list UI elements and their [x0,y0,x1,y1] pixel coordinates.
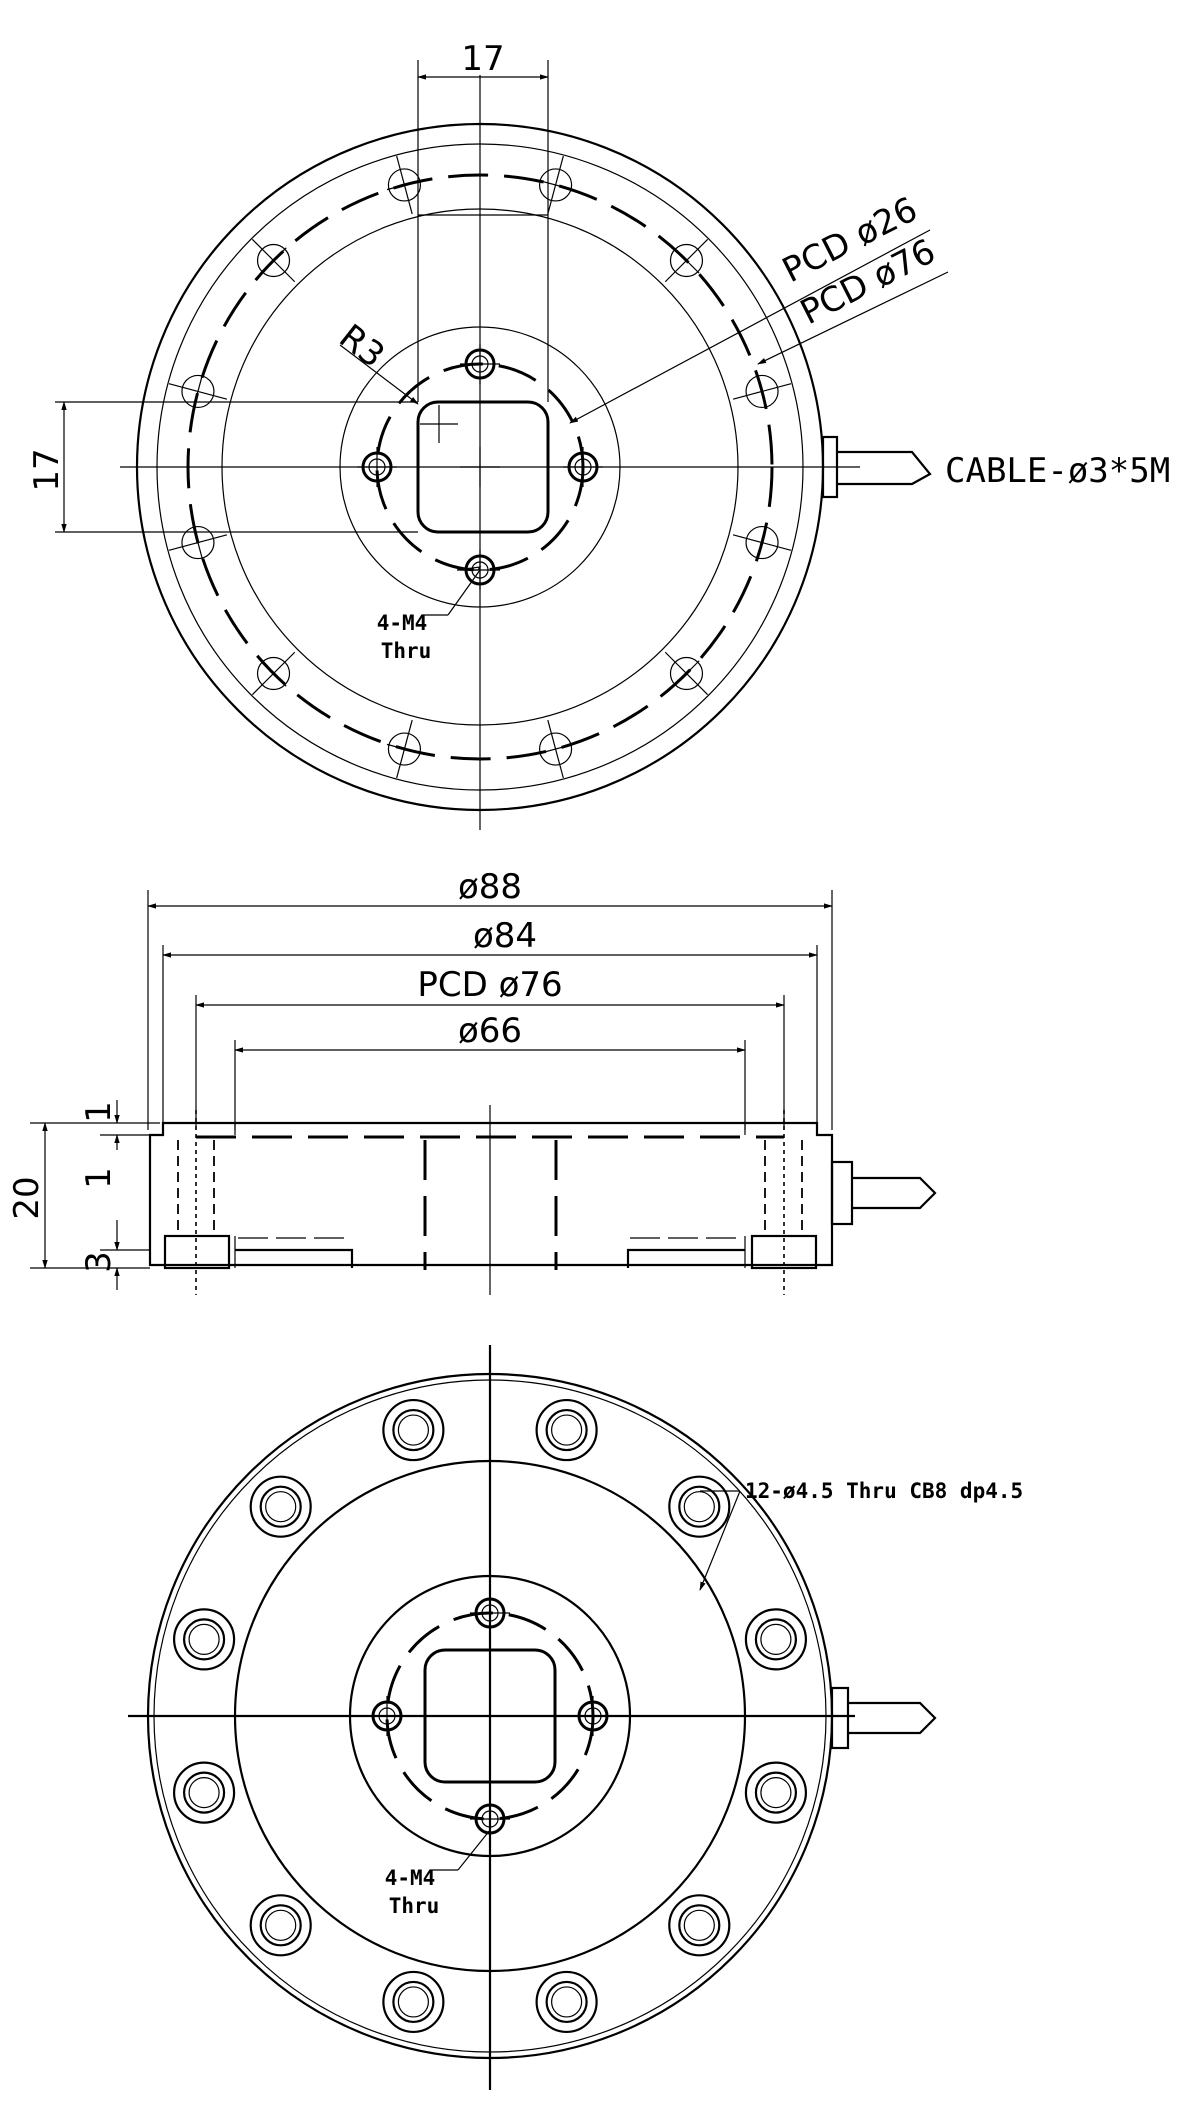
bottom-cable [848,1701,937,1735]
bottom-bolt-hole [668,1475,731,1538]
dim-84-label: ø84 [473,916,537,956]
bottom-m4-leader [457,1829,491,1871]
dim-20-label: 20 [7,1176,47,1219]
bottom-bolt-hole [535,1970,598,2034]
top-bolt-hole [256,243,291,278]
r3-label: R3 [332,317,392,376]
top-bolt-hole [745,374,779,409]
top-bolt-hole [387,732,422,766]
r3-leader [339,344,419,405]
side-view: ø88 ø84 PCD ø76 ø66 [7,867,937,1295]
dim-66-label: ø66 [458,1011,522,1051]
top-hub-circle [339,326,621,608]
top-bolt-hole [387,168,422,202]
bottom-hub-circle [348,1574,632,1858]
dim-pcd76-label: PCD ø76 [417,965,562,1005]
bottom-bolt-hole [172,1761,236,1824]
dim-1-mid-label: 1 [79,1167,119,1189]
top-cable [837,450,932,486]
bottom-m4-note-2: Thru [389,1894,440,1918]
dim-17-top-label: 17 [461,39,504,79]
side-cable-gland [830,1160,854,1226]
cable-label: CABLE-ø3*5M [945,451,1170,491]
dim-3-label: 3 [79,1251,119,1273]
bottom-bolt-hole [249,1894,312,1957]
bolt-note: 12-ø4.5 Thru CB8 dp4.5 [745,1479,1023,1503]
top-m4-leader [447,569,481,616]
top-bolt-hole [538,168,573,202]
top-m4-note-2: Thru [381,639,432,663]
top-m4-holes [357,344,603,590]
bottom-cable-gland [830,1686,850,1750]
bottom-bolt-hole [535,1398,598,1462]
bottom-bolt-hole [744,1761,808,1824]
top-bolt-hole [745,525,779,560]
top-bolt-hole [256,656,291,691]
side-bolt-right [750,1234,818,1270]
bottom-outer-circle-2 [153,1379,827,2053]
bottom-bolt-hole [668,1894,731,1957]
top-bolt-holes [168,155,792,779]
bottom-center-square [423,1648,557,1784]
top-view: 17 17 R3 PCD ø26 PCD ø76 CABLE-ø3*5M 4-M… [27,39,1170,830]
top-cable-gland [821,435,839,499]
top-bolt-hole [669,656,704,691]
top-outer-circle-2 [156,143,804,791]
bottom-bolt-hole [172,1608,236,1671]
bottom-bolt-hole [249,1475,312,1538]
dim-1-top-label: 1 [79,1101,119,1123]
top-flange-circle [221,208,739,726]
bottom-bolt-hole [382,1970,445,2034]
top-pcd76-circle [186,173,774,761]
top-bolt-hole [181,525,215,560]
bottom-bolt-hole [382,1398,445,1462]
bolt-note-leader [699,1490,741,1591]
side-step-right [626,1248,745,1268]
pcd26-leader [569,229,931,424]
side-body-outline [148,1121,834,1267]
dim-17-left-label: 17 [27,448,67,491]
bottom-m4-note-1: 4-M4 [385,1866,436,1890]
side-bolt-left [163,1234,231,1270]
top-center-square [416,400,550,534]
top-bolt-hole [669,243,704,278]
bottom-m4-holes [367,1593,613,1839]
pcd76-leader [757,271,949,365]
dim-88-label: ø88 [458,867,522,907]
side-step-left [235,1248,354,1268]
top-bolt-hole [181,374,215,409]
top-m4-note-1: 4-M4 [377,611,428,635]
bottom-flange-circle [233,1459,747,1973]
side-cable [852,1176,937,1210]
bottom-view: 12-ø4.5 Thru CB8 dp4.5 4-M4 Thru [128,1345,1023,2090]
bottom-bolt-holes [172,1398,808,2034]
top-bolt-hole [538,732,573,766]
bottom-bolt-hole [744,1608,808,1671]
